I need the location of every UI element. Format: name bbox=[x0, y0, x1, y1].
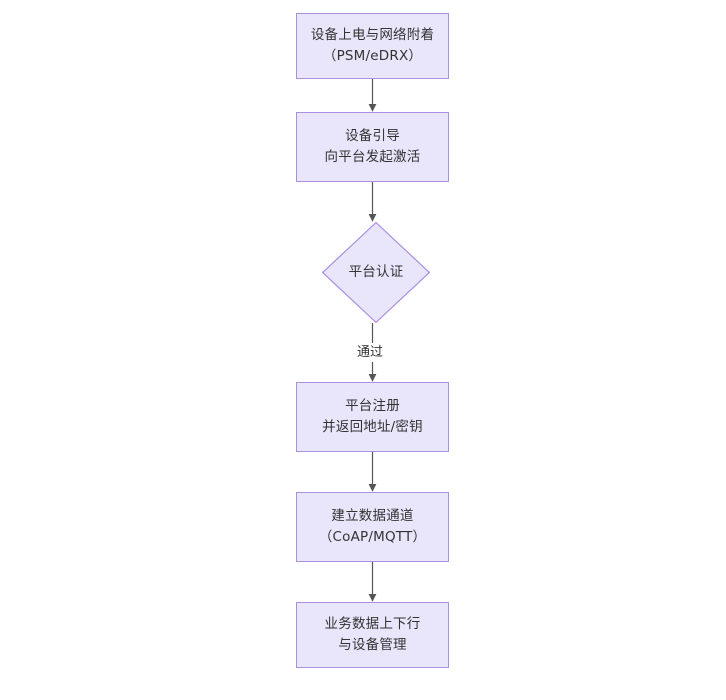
node-label: 平台认证 bbox=[348, 264, 404, 280]
node-label: 平台注册 并返回地址/密钥 bbox=[322, 398, 423, 435]
node-platform-authentication[interactable]: 平台认证 bbox=[322, 222, 430, 323]
node-label: 建立数据通道 （CoAP/MQTT） bbox=[318, 508, 427, 545]
node-business-data-and-device-management[interactable]: 业务数据上下行 与设备管理 bbox=[296, 602, 449, 668]
diamond-shape bbox=[322, 222, 430, 323]
node-label: 业务数据上下行 与设备管理 bbox=[324, 616, 421, 653]
node-establish-data-channel[interactable]: 建立数据通道 （CoAP/MQTT） bbox=[296, 492, 449, 562]
node-platform-registration[interactable]: 平台注册 并返回地址/密钥 bbox=[296, 382, 449, 452]
node-device-bootstrap[interactable]: 设备引导 向平台发起激活 bbox=[296, 112, 449, 182]
node-device-power-on[interactable]: 设备上电与网络附着 （PSM/eDRX） bbox=[296, 13, 449, 79]
edge-label-pass: 通过 bbox=[355, 343, 386, 362]
node-label: 设备引导 向平台发起激活 bbox=[324, 128, 421, 165]
node-label: 设备上电与网络附着 （PSM/eDRX） bbox=[310, 27, 435, 64]
